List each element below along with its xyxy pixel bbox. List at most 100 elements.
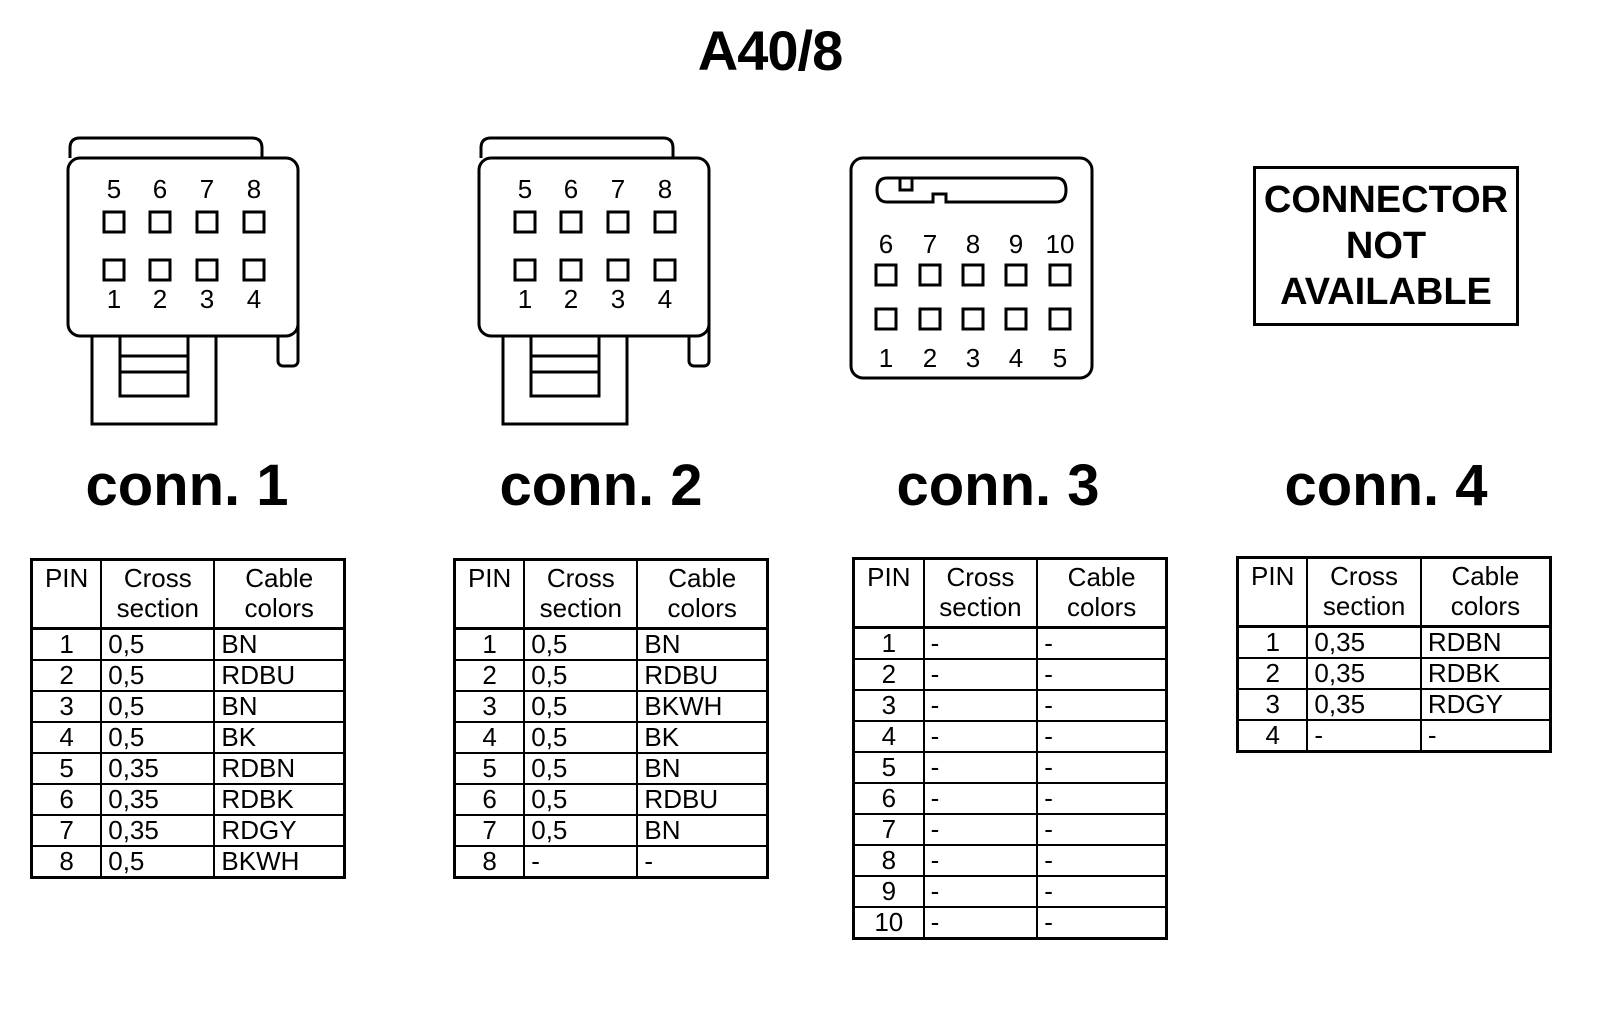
pin-number-cell: 2 [1236,657,1309,690]
cable-color-cell: RDGY [213,814,346,847]
table-row: 8-- [453,845,769,879]
cable-color-cell: - [1036,658,1168,691]
cross-section-cell: 0,5 [100,721,216,754]
cable-color-cell: RDBU [636,659,769,692]
pin-socket [961,263,985,287]
cross-section-cell: - [922,906,1039,940]
connector-3-label: conn. 3 [896,453,1100,518]
table-row: 10-- [852,906,1168,940]
pin-socket [653,210,677,234]
cross-section-cell: 0,5 [523,627,639,661]
cable-color-cell: - [1036,813,1168,846]
pin-label: 4 [247,284,261,314]
pin-number-cell: 1 [30,627,103,661]
pin-number-cell: 3 [453,690,526,723]
pin-socket [513,210,537,234]
pin-socket [242,258,266,282]
cable-color-cell: BN [636,627,769,661]
pin-number-cell: 1 [852,626,925,660]
pin-socket [559,258,583,282]
table-header-cell: Cable colors [636,558,769,630]
table-header-cell: PIN [453,558,526,630]
cross-section-cell: - [922,751,1039,784]
cable-color-cell: - [1036,626,1168,660]
table-header-cell: Cable colors [1419,556,1552,628]
table-header-cell: Cross section [100,558,216,630]
pin-label: 1 [107,284,121,314]
pin-label: 4 [658,284,672,314]
pin-number-cell: 6 [30,783,103,816]
cable-color-cell: - [1036,720,1168,753]
cross-section-cell: - [922,844,1039,877]
pin-label: 7 [200,174,214,204]
pin-label: 8 [658,174,672,204]
table-header-cell: Cable colors [213,558,346,630]
cable-color-cell: RDBU [213,659,346,692]
pin-label: 4 [1009,343,1023,373]
cross-section-cell: 0,5 [100,659,216,692]
cross-section-cell: 0,35 [1306,688,1422,721]
cable-color-cell: - [1036,751,1168,784]
cable-color-cell: RDBU [636,783,769,816]
table-header-cell: Cable colors [1036,557,1168,629]
cross-section-cell: 0,5 [523,752,639,785]
table-header-cell: Cross section [1306,556,1422,628]
pin-number-cell: 6 [852,782,925,815]
pin-label: 6 [153,174,167,204]
pin-number-cell: 5 [30,752,103,785]
table-header-cell: PIN [1236,556,1309,628]
table-header-cell: Cross section [922,557,1039,629]
pin-socket [1048,307,1072,331]
cross-section-cell: - [922,875,1039,908]
pin-label: 5 [1053,343,1067,373]
pin-label: 1 [518,284,532,314]
pin-label: 7 [923,229,937,259]
pin-number-cell: 8 [453,845,526,879]
cross-section-cell: 0,35 [100,783,216,816]
pin-label: 3 [611,284,625,314]
cross-section-cell: 0,5 [523,721,639,754]
pin-label: 5 [107,174,121,204]
cross-section-cell: - [523,845,639,879]
pin-label: 5 [518,174,532,204]
cable-color-cell: BN [636,752,769,785]
page-title: A40/8 [697,19,843,82]
table-row: 9-- [852,875,1168,908]
pin-socket [874,263,898,287]
cross-section-cell: 0,5 [100,690,216,723]
pin-socket [148,210,172,234]
cross-section-cell: - [922,658,1039,691]
pin-socket [1048,263,1072,287]
pin-label: 10 [1046,229,1075,259]
table-row: 8-- [852,844,1168,877]
pin-number-cell: 4 [453,721,526,754]
cable-color-cell: BN [213,627,346,661]
cable-color-cell: RDBK [1419,657,1552,690]
cross-section-cell: - [922,689,1039,722]
table-row: 7-- [852,813,1168,846]
cross-section-cell: 0,35 [1306,657,1422,690]
pin-label: 9 [1009,229,1023,259]
cable-color-cell: RDBN [1419,625,1552,659]
cross-section-cell: 0,35 [100,752,216,785]
pin-label: 6 [564,174,578,204]
pin-socket [1004,307,1028,331]
pin-label: 8 [966,229,980,259]
pin-number-cell: 7 [453,814,526,847]
cable-color-cell: - [636,845,769,879]
table-header-cell: PIN [852,557,925,629]
